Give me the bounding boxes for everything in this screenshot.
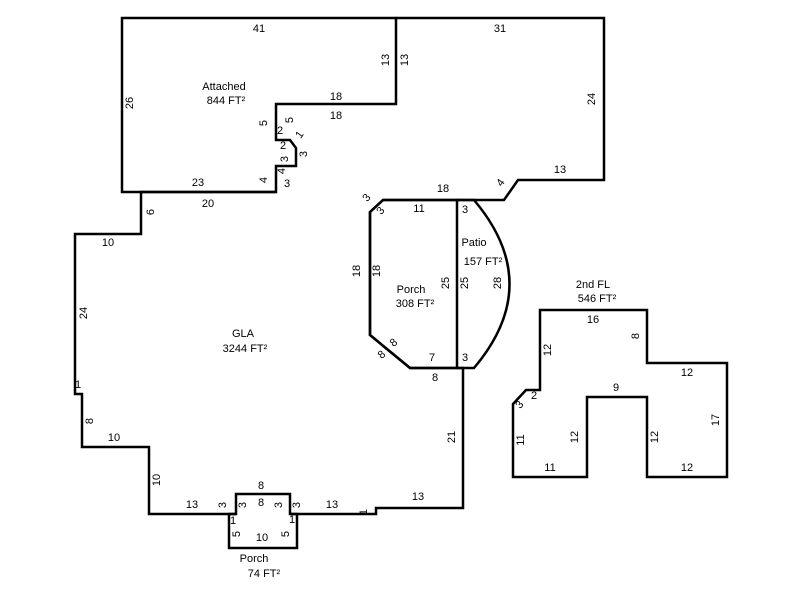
dimension-label: 3 bbox=[462, 352, 468, 364]
dimension-label: 4 bbox=[276, 168, 288, 174]
dimension-label: 3 bbox=[360, 192, 373, 204]
dimension-label: 7 bbox=[429, 352, 435, 364]
area-label: Porch bbox=[397, 284, 426, 296]
dimension-label: 12 bbox=[649, 431, 661, 443]
area-label: 74 FT² bbox=[248, 568, 281, 580]
second-floor-outline bbox=[511, 308, 729, 479]
dimension-label: 23 bbox=[192, 177, 204, 189]
dimension-label: 13 bbox=[554, 164, 566, 176]
dimension-label: 11 bbox=[413, 203, 424, 215]
dimension-label: 24 bbox=[78, 307, 90, 319]
dimension-label: 8 bbox=[258, 480, 264, 492]
dimension-label: 24 bbox=[586, 93, 598, 105]
area-label: Attached bbox=[202, 81, 245, 93]
dimension-label: 10 bbox=[151, 474, 163, 486]
dimension-label: 8 bbox=[376, 348, 388, 361]
dimension-label: 6 bbox=[145, 209, 157, 215]
dimension-label: 18 bbox=[351, 265, 363, 277]
area-label: 157 FT² bbox=[464, 256, 503, 268]
dimension-label: 10 bbox=[256, 532, 268, 544]
dimension-label: 18 bbox=[371, 265, 383, 277]
area-label: 308 FT² bbox=[396, 298, 435, 310]
dimension-label: 13 bbox=[326, 499, 338, 511]
dimension-label: 8 bbox=[630, 333, 642, 339]
dimension-label: 5 bbox=[284, 117, 296, 123]
dimension-label: 5 bbox=[231, 531, 243, 537]
dimension-label: 20 bbox=[202, 198, 214, 210]
dimension-label: 8 bbox=[84, 418, 96, 424]
dimension-label: 3 bbox=[273, 502, 285, 508]
dimension-label: 17 bbox=[710, 414, 722, 426]
dimension-label: 3 bbox=[462, 204, 468, 216]
area-label: Porch bbox=[240, 553, 269, 565]
dimension-label: 13 bbox=[380, 54, 392, 66]
area-label: 844 FT² bbox=[207, 95, 246, 107]
dimension-label: 3 bbox=[513, 399, 526, 411]
dimension-label: 4 bbox=[258, 177, 270, 183]
dimension-label: 18 bbox=[330, 110, 342, 122]
dimension-label: 3 bbox=[279, 156, 291, 162]
dimension-label: 25 bbox=[440, 277, 452, 289]
dimension-label: 13 bbox=[399, 54, 411, 66]
dimension-label: 3 bbox=[284, 178, 290, 190]
dimension-label: 41 bbox=[253, 23, 265, 35]
patio-outline bbox=[457, 198, 511, 370]
dimension-label: 12 bbox=[681, 367, 693, 379]
dimension-label: 1 bbox=[293, 129, 306, 141]
dimension-label: 2 bbox=[531, 390, 537, 402]
dimension-label: 26 bbox=[124, 97, 136, 109]
dimension-label: 21 bbox=[446, 431, 458, 443]
dimension-label: 10 bbox=[102, 237, 114, 249]
dimension-label: 13 bbox=[186, 499, 198, 511]
dimension-label: 25 bbox=[459, 277, 471, 289]
attached-garage-outline bbox=[120, 16, 398, 194]
dimension-label: 2 bbox=[280, 140, 286, 152]
dimension-label: 3 bbox=[217, 502, 229, 508]
dimension-label: 3 bbox=[374, 205, 387, 217]
area-label: Patio bbox=[461, 237, 486, 249]
dimension-label: 16 bbox=[587, 314, 599, 326]
dimension-label: 2 bbox=[277, 125, 283, 137]
dimension-label: 12 bbox=[542, 344, 554, 356]
dimension-label: 1 bbox=[75, 379, 81, 391]
front-porch-outline bbox=[227, 512, 299, 550]
dimension-label: 18 bbox=[437, 183, 449, 195]
dimension-label: 5 bbox=[280, 531, 292, 537]
gla-outline bbox=[73, 16, 606, 516]
area-label: 546 FT² bbox=[578, 293, 617, 305]
area-label: GLA bbox=[232, 328, 255, 340]
dimension-label: 8 bbox=[432, 372, 438, 384]
dimension-label: 1 bbox=[230, 515, 236, 527]
dimension-label: 8 bbox=[258, 497, 264, 509]
dimension-label: 28 bbox=[492, 277, 504, 289]
dimension-label: 1 bbox=[289, 514, 295, 526]
area-label: 2nd FL bbox=[576, 279, 610, 291]
dimension-label: 12 bbox=[681, 462, 693, 474]
dimension-label: 10 bbox=[108, 432, 120, 444]
dimension-label: 4 bbox=[494, 177, 507, 189]
dimension-label: 3 bbox=[237, 502, 249, 508]
dimension-label: 18 bbox=[330, 91, 342, 103]
dimension-label: 8 bbox=[388, 336, 400, 349]
dimension-label: 11 bbox=[544, 462, 555, 474]
dimension-label: 31 bbox=[494, 23, 506, 35]
dimension-label: 3 bbox=[291, 502, 303, 508]
dimension-label: 1 bbox=[358, 509, 370, 515]
dimension-label: 9 bbox=[613, 382, 619, 394]
dimension-label: 13 bbox=[412, 491, 424, 503]
dimension-label: 3 bbox=[298, 151, 310, 157]
dimension-label: 12 bbox=[569, 431, 581, 443]
dimension-label: 5 bbox=[258, 120, 270, 126]
area-label: 3244 FT² bbox=[223, 343, 268, 355]
dimension-label: 11 bbox=[515, 434, 527, 445]
